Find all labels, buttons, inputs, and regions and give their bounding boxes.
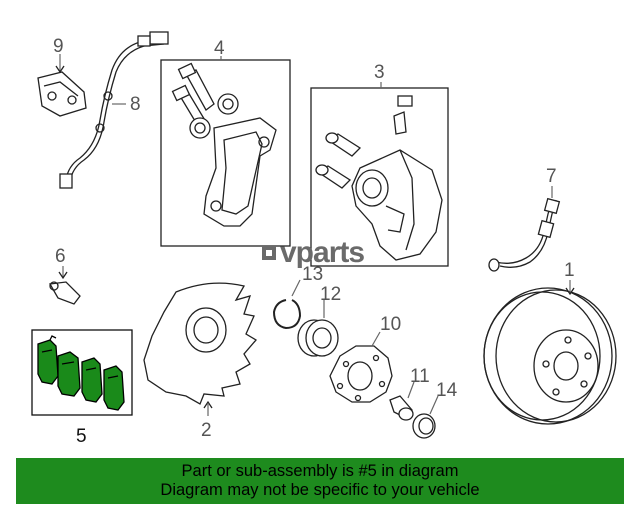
watermark: vparts (280, 236, 365, 269)
part-7-brake-hose[interactable] (488, 186, 561, 272)
part-5-brake-pad-set[interactable] (31, 329, 133, 416)
callout-3: 3 (374, 62, 385, 83)
callout-7: 7 (546, 166, 557, 187)
callout-8: 8 (130, 94, 141, 115)
part-4-caliper-support-kit[interactable] (160, 56, 291, 247)
part-6-sensor-bolt[interactable] (48, 266, 81, 305)
part-3-caliper-assembly[interactable] (310, 82, 449, 267)
banner-line-1: Part or sub-assembly is #5 in diagram (181, 462, 459, 480)
callout-9: 9 (53, 36, 64, 57)
callout-5: 5 (76, 426, 87, 447)
callout-4: 4 (214, 38, 225, 59)
callout-2: 2 (201, 420, 212, 441)
part-2-dust-shield[interactable] (143, 282, 257, 416)
part-12-wheel-bearing[interactable] (297, 300, 339, 357)
part-13-snap-ring[interactable] (272, 279, 302, 330)
banner-line-2: Diagram may not be specific to your vehi… (160, 481, 480, 499)
callout-10: 10 (380, 314, 401, 335)
callout-11: 11 (410, 366, 430, 387)
callout-1: 1 (564, 260, 575, 281)
callout-12: 12 (320, 284, 341, 305)
callout-13: 13 (302, 264, 323, 285)
part-9-sensor-bracket[interactable] (37, 54, 87, 117)
callout-14: 14 (436, 380, 458, 401)
part-1-brake-rotor[interactable] (483, 280, 617, 425)
notice-banner: Part or sub-assembly is #5 in diagram Di… (16, 458, 624, 504)
part-8-abs-sensor-wire[interactable] (59, 31, 169, 189)
watermark-logo-icon (262, 246, 276, 260)
part-14-hub-cap[interactable] (412, 395, 439, 439)
part-10-wheel-hub[interactable] (329, 331, 393, 403)
part-11-hub-bolt[interactable] (389, 381, 415, 421)
callout-6: 6 (55, 246, 66, 267)
